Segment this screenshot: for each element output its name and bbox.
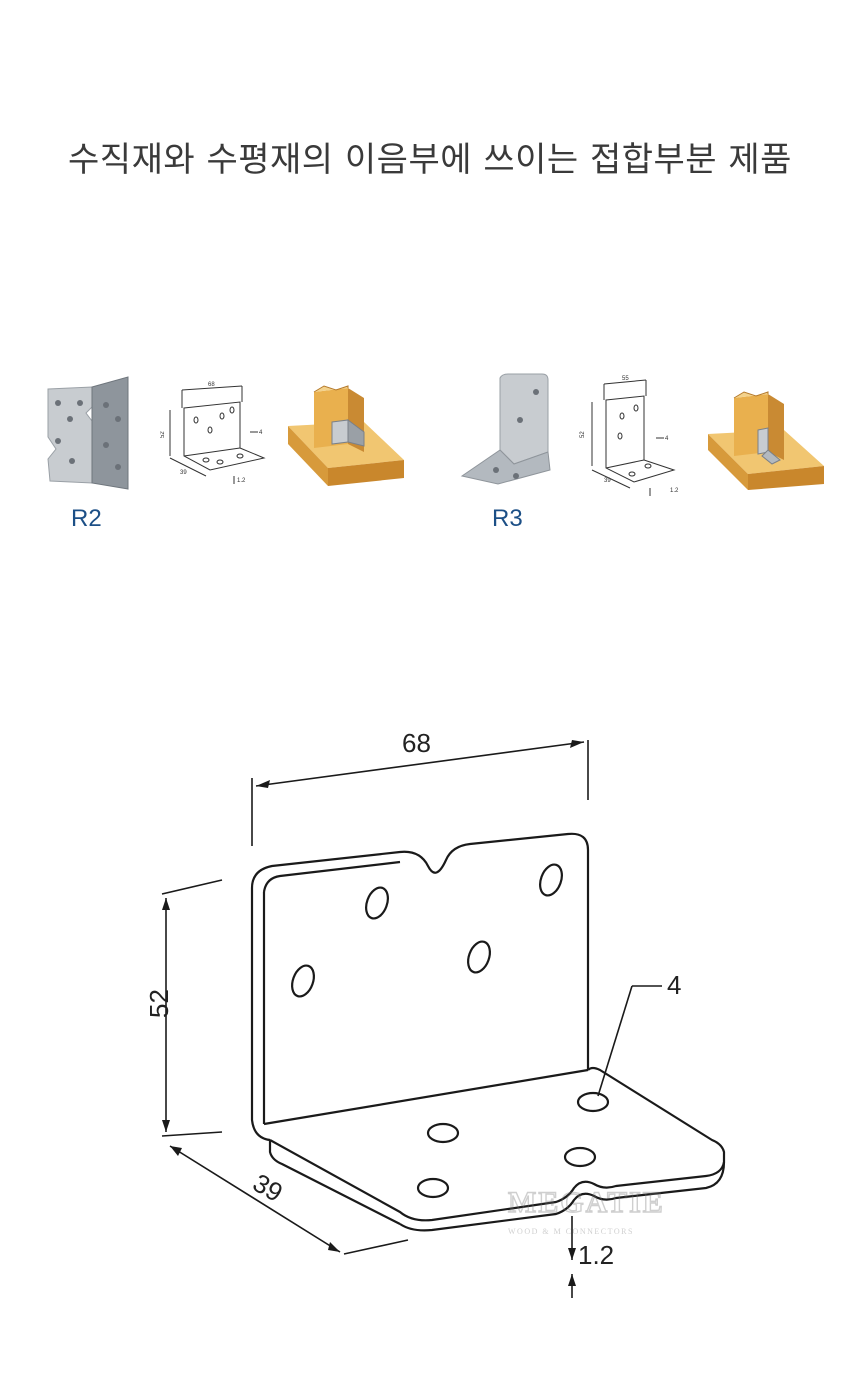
r3-installed-photo — [708, 391, 824, 490]
svg-text:52: 52 — [144, 989, 174, 1018]
megatie-watermark: MEGATIE WOOD & M CONNECTORS — [507, 1185, 665, 1236]
svg-text:52: 52 — [160, 431, 166, 438]
svg-text:4: 4 — [665, 436, 669, 442]
svg-text:52: 52 — [580, 431, 586, 438]
r2-installed-photo — [288, 385, 404, 486]
svg-text:4: 4 — [259, 430, 263, 436]
svg-text:68: 68 — [402, 728, 431, 758]
r2-thumbnail-drawing: 68 52 39 4 1.2 — [160, 382, 266, 484]
svg-text:68: 68 — [208, 382, 215, 388]
svg-text:1.2: 1.2 — [578, 1240, 614, 1270]
r2-model-label: R2 — [71, 505, 102, 532]
svg-text:55: 55 — [622, 376, 629, 382]
svg-text:4: 4 — [667, 970, 681, 1000]
svg-text:39: 39 — [248, 1167, 288, 1207]
r2-detail-drawing: 68 52 39 4 1.2 MEGATIE WOOD & M CONNECTO… — [144, 728, 726, 1298]
svg-text:MEGATIE: MEGATIE — [508, 1186, 665, 1219]
r3-product-photo — [460, 373, 551, 485]
svg-text:1.2: 1.2 — [670, 488, 679, 494]
svg-text:39: 39 — [604, 478, 611, 484]
r3-thumbnail-drawing: 55 52 39 4 1.2 — [580, 376, 679, 496]
svg-text:39: 39 — [180, 470, 187, 476]
svg-text:1.2: 1.2 — [237, 478, 246, 484]
r3-model-label: R3 — [492, 505, 523, 532]
page-headline: 수직재와 수평재의 이음부에 쓰이는 접합부분 제품 — [68, 140, 792, 180]
svg-text:WOOD & M CONNECTORS: WOOD & M CONNECTORS — [508, 1227, 634, 1236]
r2-product-photo — [47, 376, 129, 490]
